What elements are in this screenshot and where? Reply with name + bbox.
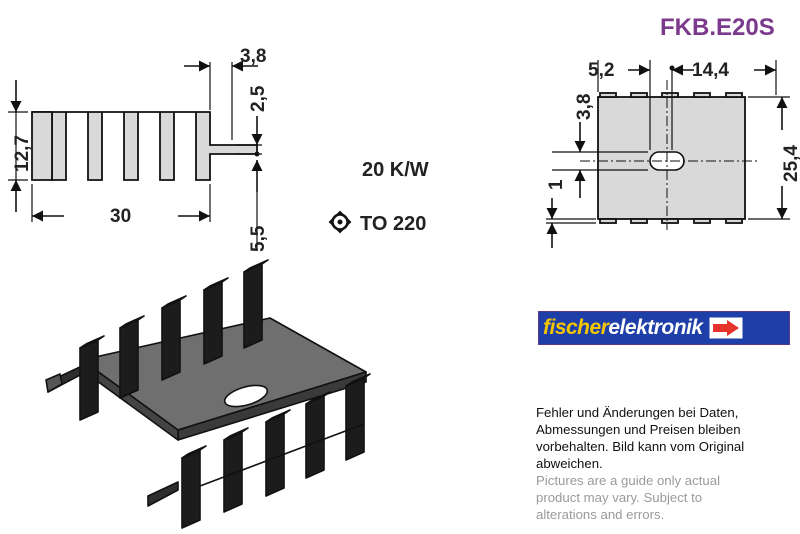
- disclaimer: Fehler und Änderungen bei Daten, Abmessu…: [536, 404, 786, 523]
- logo-word-elektronik: elektronik: [608, 316, 703, 339]
- render-slot: [223, 384, 269, 408]
- logo-arrow-icon: [709, 317, 743, 339]
- dim-width: 30: [110, 206, 131, 227]
- fischer-elektronik-logo: fischer elektronik: [538, 311, 790, 345]
- dim-tab: 3,8: [240, 46, 266, 67]
- dim-height-side: 25,4: [781, 145, 800, 182]
- dim-fin-offset: 2,5: [248, 85, 269, 112]
- dim-right: 14,4: [692, 60, 729, 81]
- disclaimer-de-line: vorbehalten. Bild kann vom Original: [536, 439, 745, 454]
- dim-slot: 3,8: [574, 94, 595, 120]
- dim-gap: 1: [546, 179, 567, 190]
- disclaimer-en-line: product may vary. Subject to: [536, 490, 703, 505]
- front-profile: [32, 111, 258, 181]
- disclaimer-en-line: alterations and errors.: [536, 507, 665, 522]
- front-view: 12,7 30 3,8 2,5 5,5: [8, 46, 269, 252]
- product-code: FKB.E20S: [660, 14, 775, 41]
- disclaimer-de-line: Abmessungen und Preisen bleiben: [536, 422, 741, 437]
- dim-height: 12,7: [12, 135, 33, 172]
- logo-word-fischer: fischer: [543, 316, 609, 339]
- side-view: 5,2 14,4 25,4 3,8 1: [546, 60, 800, 248]
- disclaimer-en-line: Pictures are a guide only actual: [536, 473, 721, 488]
- package-type: TO 220: [360, 213, 426, 235]
- thermal-resistance: 20 K/W: [362, 159, 429, 181]
- dim-left: 5,2: [588, 60, 614, 81]
- disclaimer-de-line: Fehler und Änderungen bei Daten,: [536, 405, 739, 420]
- heatsink-render: [45, 259, 371, 529]
- front-base: [31, 111, 53, 181]
- dim-bottom: 5,5: [248, 225, 269, 252]
- disclaimer-de-line: abweichen.: [536, 456, 603, 471]
- package-icon: [328, 210, 352, 234]
